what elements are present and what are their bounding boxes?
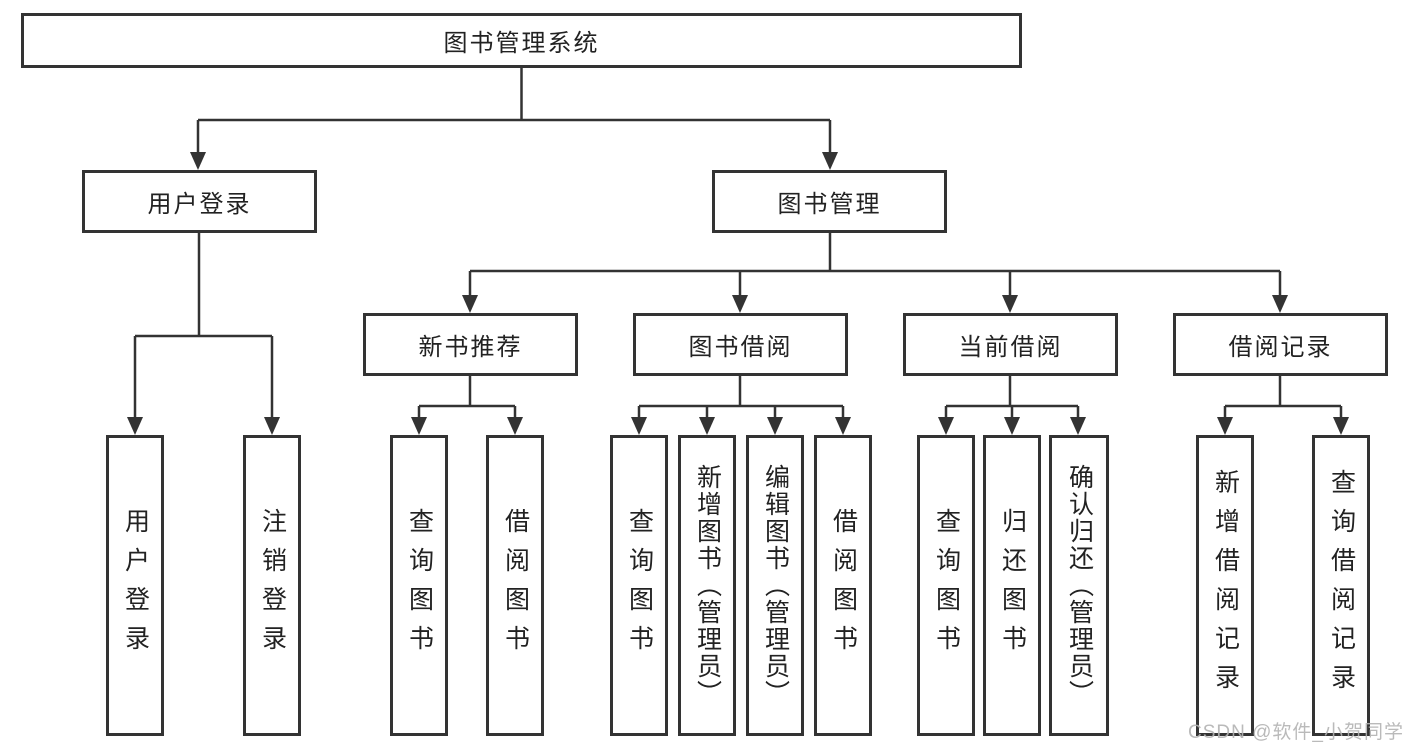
node-user-login-label: 用户登录 bbox=[147, 191, 252, 218]
node-book-borrow: 图书借阅 bbox=[633, 313, 848, 376]
leaf-query-books-borrow: 查询图书 bbox=[610, 435, 668, 736]
leaf-user-login-label: 用户登录 bbox=[121, 507, 150, 664]
leaf-query-books-current-label: 查询图书 bbox=[932, 507, 961, 664]
leaf-edit-book-admin-label: 编辑图书（管理员） bbox=[761, 464, 790, 707]
node-current-borrow-label: 当前借阅 bbox=[958, 334, 1063, 361]
node-new-book-recommend: 新书推荐 bbox=[363, 313, 578, 376]
node-user-login: 用户登录 bbox=[82, 170, 317, 233]
leaf-logout-label: 注销登录 bbox=[258, 507, 287, 664]
node-root: 图书管理系统 bbox=[21, 13, 1022, 68]
leaf-confirm-return-admin-label: 确认归还（管理员） bbox=[1065, 464, 1094, 707]
node-current-borrow: 当前借阅 bbox=[903, 313, 1118, 376]
leaf-confirm-return-admin: 确认归还（管理员） bbox=[1049, 435, 1109, 736]
leaf-return-books-label: 归还图书 bbox=[998, 507, 1027, 664]
leaf-borrow-books-recommend: 借阅图书 bbox=[486, 435, 544, 736]
node-book-management-label: 图书管理 bbox=[777, 191, 882, 218]
node-new-book-recommend-label: 新书推荐 bbox=[418, 334, 523, 361]
leaf-add-book-admin: 新增图书（管理员） bbox=[678, 435, 736, 736]
leaf-edit-book-admin: 编辑图书（管理员） bbox=[746, 435, 804, 736]
arrowheads bbox=[127, 152, 1349, 435]
leaf-add-borrow-record: 新增借阅记录 bbox=[1196, 435, 1254, 736]
leaf-add-book-admin-label: 新增图书（管理员） bbox=[693, 464, 722, 707]
leaf-query-books-borrow-label: 查询图书 bbox=[625, 507, 654, 664]
watermark: CSDN @软件_小贺同学 bbox=[1188, 722, 1404, 743]
node-borrow-records: 借阅记录 bbox=[1173, 313, 1388, 376]
node-book-borrow-label: 图书借阅 bbox=[688, 334, 793, 361]
leaf-add-borrow-record-label: 新增借阅记录 bbox=[1211, 468, 1240, 703]
node-root-label: 图书管理系统 bbox=[443, 30, 600, 57]
leaf-query-borrow-record-label: 查询借阅记录 bbox=[1327, 468, 1356, 703]
leaf-query-books-current: 查询图书 bbox=[917, 435, 975, 736]
leaf-borrow-books-recommend-label: 借阅图书 bbox=[501, 507, 530, 664]
leaf-query-borrow-record: 查询借阅记录 bbox=[1312, 435, 1370, 736]
leaf-borrow-books-borrow-label: 借阅图书 bbox=[829, 507, 858, 664]
leaf-borrow-books-borrow: 借阅图书 bbox=[814, 435, 872, 736]
leaf-query-books-recommend: 查询图书 bbox=[390, 435, 448, 736]
leaf-return-books: 归还图书 bbox=[983, 435, 1041, 736]
leaf-logout: 注销登录 bbox=[243, 435, 301, 736]
leaf-query-books-recommend-label: 查询图书 bbox=[405, 507, 434, 664]
node-book-management: 图书管理 bbox=[712, 170, 947, 233]
leaf-user-login: 用户登录 bbox=[106, 435, 164, 736]
node-borrow-records-label: 借阅记录 bbox=[1228, 334, 1333, 361]
